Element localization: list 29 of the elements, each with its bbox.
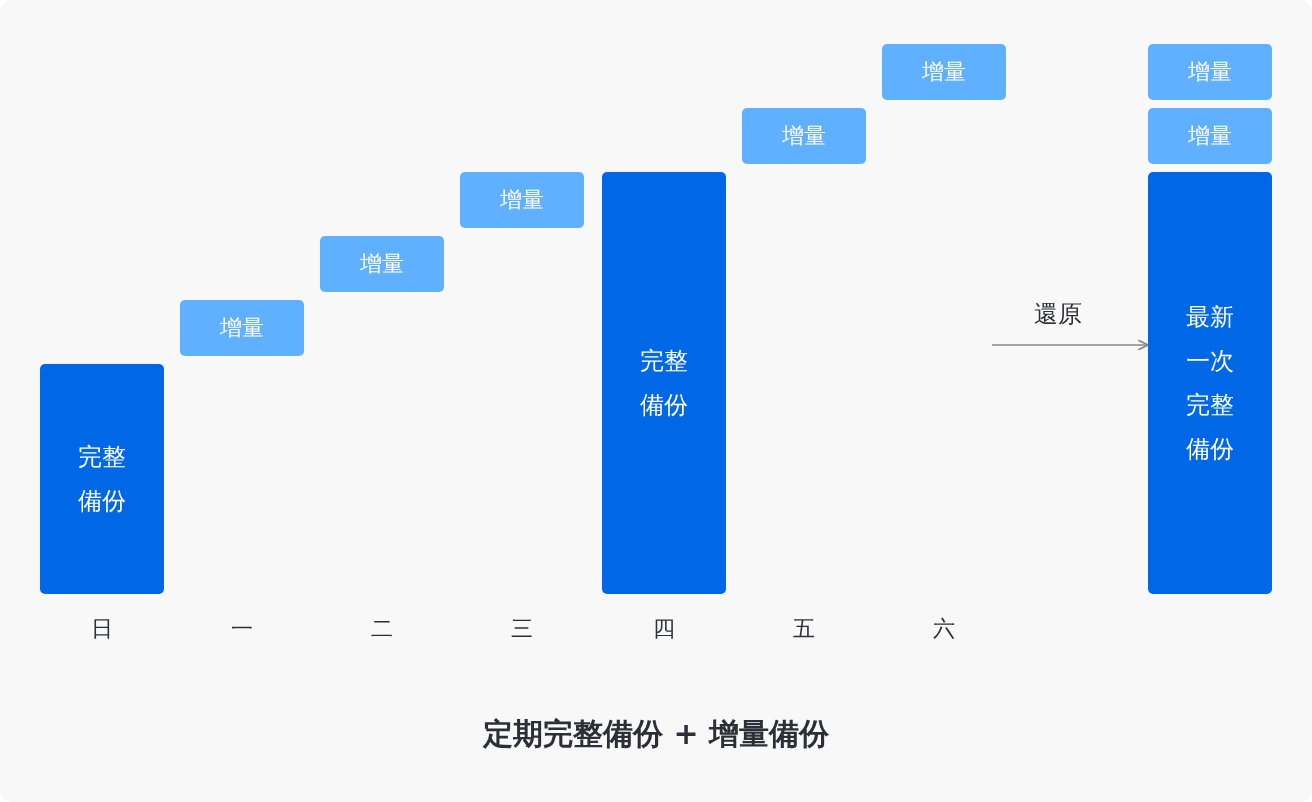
backup-label: 完整備份 [78,442,126,517]
incremental-backup-box [1148,108,1272,164]
full-backup-bar [1148,172,1272,594]
day-label: 日 [90,615,114,643]
backup-label: 最新一次完整備份 [1186,302,1234,465]
backup-label: 增量 [1188,122,1232,150]
incremental-backup-box [742,108,866,164]
incremental-backup-box [180,300,304,356]
day-label: 二 [370,615,394,643]
day-label: 六 [932,615,956,643]
arrow [991,339,1149,351]
backup-label: 增量 [782,122,826,150]
backup-label: 增量 [1188,58,1232,86]
backup-label: 增量 [922,58,966,86]
backup-label: 增量 [500,186,544,214]
caption: 定期完整備份 + 增量備份 [481,715,830,753]
incremental-backup-box [320,236,444,292]
backup-label: 完整備份 [640,346,688,421]
backup-label: 增量 [360,250,404,278]
backup-label: 增量 [220,314,264,342]
incremental-backup-box [882,44,1006,100]
full-backup-bar [40,364,164,594]
full-backup-bar [602,172,726,594]
day-label: 五 [792,615,816,643]
incremental-backup-box [1148,44,1272,100]
day-label: 三 [510,615,534,643]
day-label: 一 [230,615,254,643]
day-label: 四 [652,615,676,643]
incremental-backup-box [460,172,584,228]
